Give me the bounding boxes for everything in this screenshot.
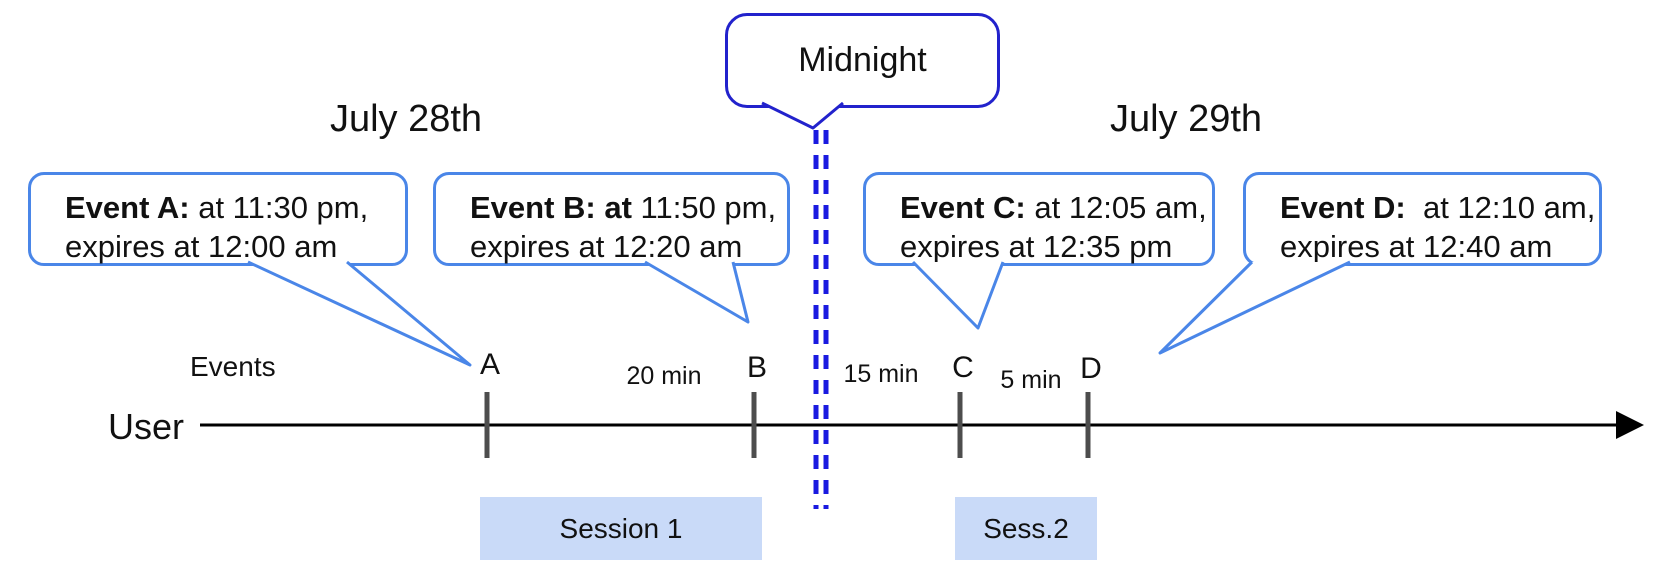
interval-15min-label: 15 min [843,360,919,388]
event-c-title: Event C: [900,190,1026,225]
event-b-time: 11:50 pm, [631,190,777,225]
event-c-callout-tail [911,260,1005,330]
tick-label-c: C [952,351,974,384]
event-d-title: Event D: [1280,190,1406,225]
event-a-time: at 11:30 pm, [189,190,369,225]
interval-20min-label: 20 min [626,362,702,390]
event-d-callout-tail [1158,260,1351,355]
event-a-expiry: expires at 12:00 am [65,229,338,264]
session-2-label: Sess.2 [983,512,1069,544]
event-a-callout-tail [247,260,472,367]
event-c-time: at 12:05 am, [1025,190,1207,225]
event-b-expiry: expires at 12:20 am [470,229,743,264]
event-b-line1: Event B: at 11:50 pm, [470,188,777,227]
events-axis-label: Events [190,351,276,382]
event-a-line1: Event A: at 11:30 pm, [65,188,395,227]
tick-label-b: B [746,351,768,384]
event-b-title: Event B: at [470,190,632,225]
interval-5min-label: 5 min [1000,366,1062,394]
date-july-29: July 29th [1109,98,1263,140]
midnight-label: Midnight [798,41,927,79]
date-july-28: July 28th [329,98,483,140]
event-d-expiry: expires at 12:40 am [1280,229,1553,264]
session-2-bar: Sess.2 [955,497,1097,560]
event-d-callout: Event D: at 12:10 am, expires at 12:40 a… [1243,172,1602,266]
event-d-time: at 12:10 am, [1405,190,1596,225]
tick-label-d: D [1080,352,1102,385]
event-b-callout-tail [644,260,750,324]
event-a-callout: Event A: at 11:30 pm, expires at 12:00 a… [28,172,408,266]
event-c-callout: Event C: at 12:05 am, expires at 12:35 p… [863,172,1215,266]
event-c-line1: Event C: at 12:05 am, [900,188,1207,227]
event-b-callout: Event B: at 11:50 pm, expires at 12:20 a… [433,172,790,266]
event-a-title: Event A: [65,190,190,225]
tick-label-a: A [479,348,501,381]
midnight-callout: Midnight [725,13,1000,108]
timeline-arrowhead-icon [1616,411,1644,439]
event-d-line1: Event D: at 12:10 am, [1280,188,1595,227]
session-1-bar: Session 1 [480,497,762,560]
event-c-expiry: expires at 12:35 pm [900,229,1173,264]
user-axis-label: User [108,406,185,447]
session-1-label: Session 1 [559,512,683,544]
